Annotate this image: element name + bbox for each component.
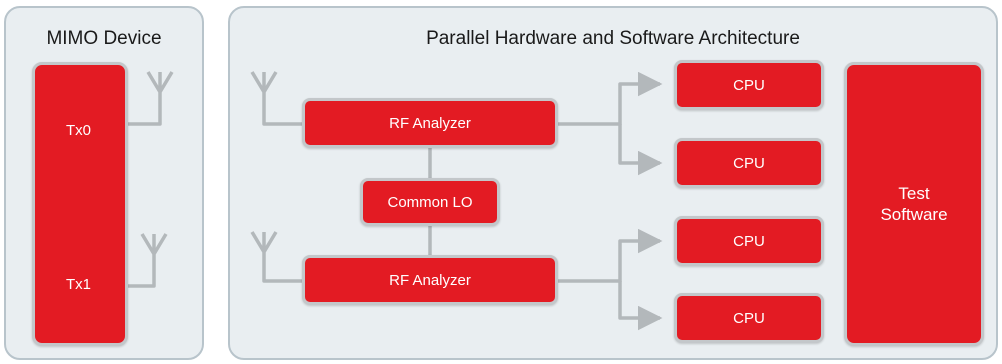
common-lo: Common LO (360, 178, 500, 226)
cpu-4: CPU (674, 293, 824, 343)
cpu-2: CPU (674, 138, 824, 188)
architecture-title: Parallel Hardware and Software Architect… (426, 28, 800, 49)
antenna-icon (126, 233, 168, 288)
test-software-block: Test Software (844, 62, 984, 346)
test-software-label: Test Software (880, 184, 948, 224)
mimo-device-title: MIMO Device (46, 28, 162, 49)
tx0-label: Tx0 (66, 122, 92, 139)
cpu-1: CPU (674, 60, 824, 110)
rf-analyzer-2: RF Analyzer (302, 255, 558, 305)
mimo-transmitter-block (32, 62, 128, 346)
tx1-label: Tx1 (66, 276, 92, 293)
antenna-icon (126, 71, 174, 126)
cpu-3: CPU (674, 216, 824, 266)
rf-analyzer-1: RF Analyzer (302, 98, 558, 148)
antenna-icon (250, 71, 304, 126)
antenna-icon (250, 231, 304, 283)
